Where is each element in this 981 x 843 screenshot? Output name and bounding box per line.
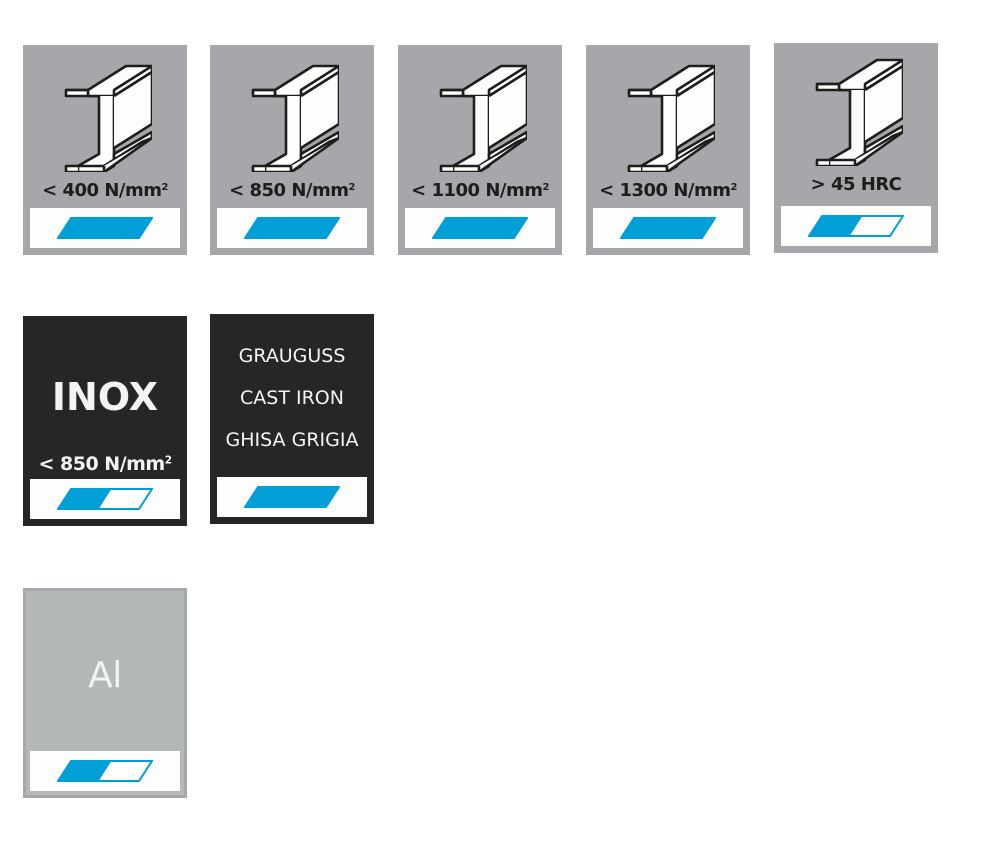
cast-iron-label-en: CAST IRON [240,387,344,409]
rating-fill [57,488,112,510]
rating-fill [57,217,153,239]
material-tile-steel-400: < 400 N/mm2 [23,45,187,255]
steel-beam-icon [627,64,715,172]
rating-bar [30,751,180,791]
material-tile-steel-1300: < 1300 N/mm2 [586,45,750,255]
rating-icon [244,217,340,239]
aluminium-title: Al [88,655,122,696]
material-label: < 850 N/mm2 [229,180,355,201]
rating-icon [808,215,904,237]
rating-bar [217,477,367,517]
material-tile-cast-iron: GRAUGUSS CAST IRON GHISA GRIGIA [210,314,374,524]
cast-iron-label-de: GRAUGUSS [238,345,346,367]
material-tile-steel-1100: < 1100 N/mm2 [398,45,562,255]
rating-bar [30,208,180,248]
rating-icon [57,217,153,239]
steel-beam-icon [251,64,339,172]
rating-fill [244,486,340,508]
steel-beam-icon [64,64,152,172]
material-label: < 850 N/mm2 [38,453,172,475]
material-tile-aluminium: Al [23,588,187,798]
rating-fill [57,760,112,782]
steel-beam-icon [815,58,903,166]
rating-bar [781,206,931,246]
steel-beam-icon [439,64,527,172]
material-tile-hardened-45hrc: > 45 HRC [774,43,938,253]
rating-fill [808,215,863,237]
rating-icon [57,760,153,782]
cast-iron-label-it: GHISA GRIGIA [225,429,359,451]
material-label: < 1100 N/mm2 [411,180,549,201]
material-tile-steel-850: < 850 N/mm2 [210,45,374,255]
rating-icon [432,217,528,239]
rating-icon [57,488,153,510]
rating-fill [432,217,528,239]
material-label: < 400 N/mm2 [42,180,168,201]
rating-fill [244,217,340,239]
rating-icon [244,486,340,508]
material-label: > 45 HRC [810,174,902,195]
rating-icon [620,217,716,239]
rating-bar [593,208,743,248]
material-tile-inox: INOX < 850 N/mm2 [23,316,187,526]
material-label: < 1300 N/mm2 [599,180,737,201]
rating-bar [405,208,555,248]
inox-title: INOX [51,375,159,419]
rating-bar [217,208,367,248]
rating-fill [620,217,716,239]
rating-bar [30,479,180,519]
